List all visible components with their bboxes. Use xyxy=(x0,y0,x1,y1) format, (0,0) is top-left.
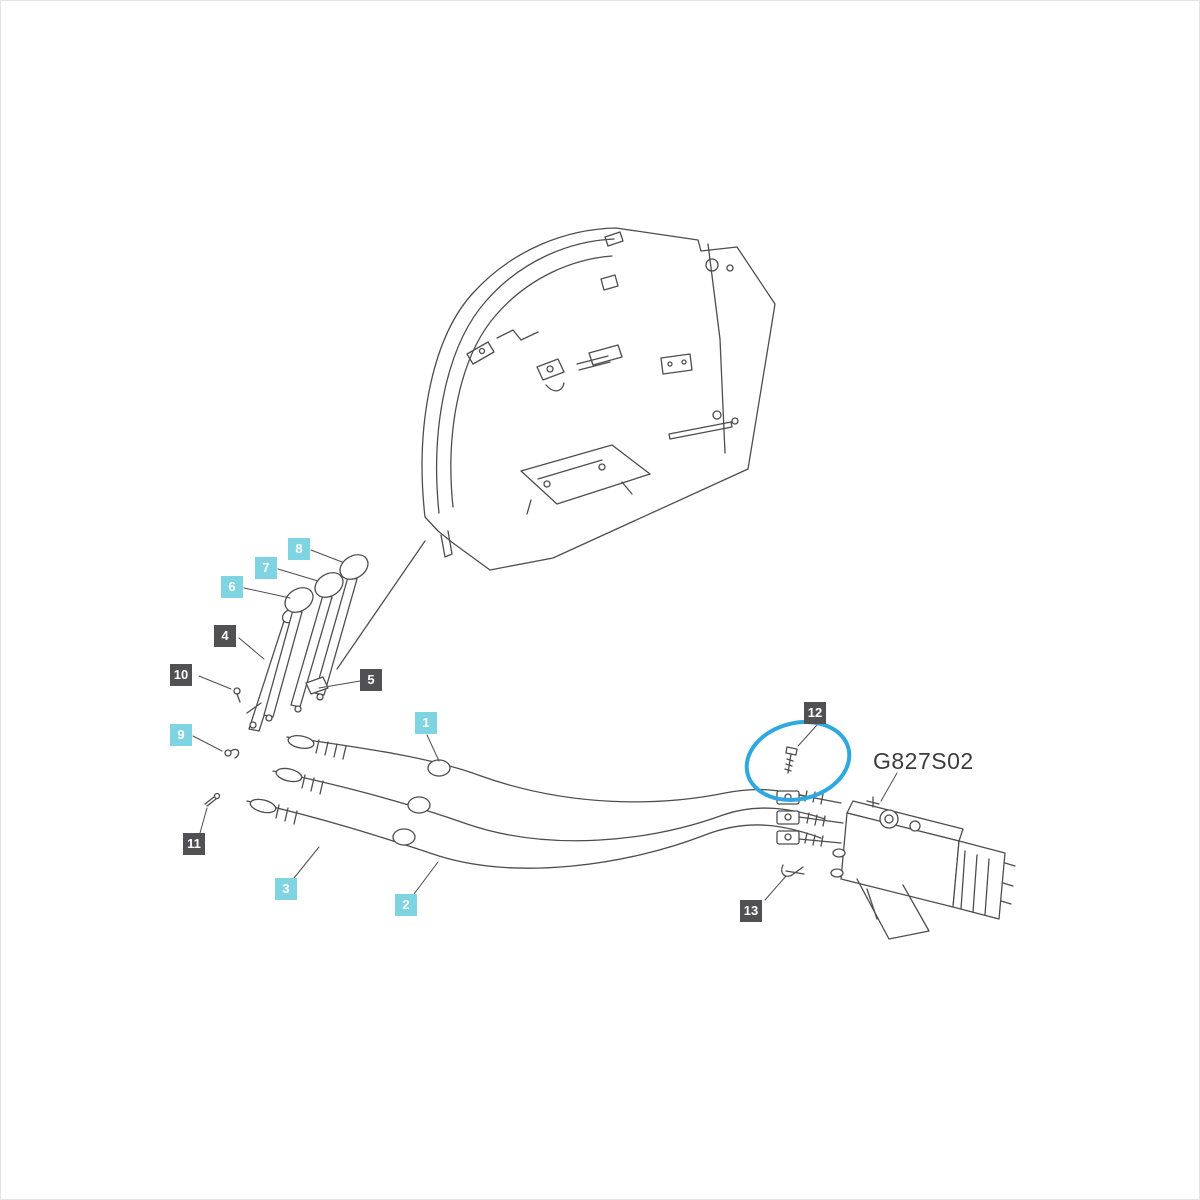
callout-9: 9 xyxy=(170,724,192,746)
callout-leader-lines xyxy=(192,549,898,901)
callout-5: 5 xyxy=(360,669,382,691)
fasteners-drawing xyxy=(204,687,805,877)
callout-11: 11 xyxy=(183,833,205,855)
callout-1: 1 xyxy=(415,712,437,734)
cables-drawing xyxy=(246,735,844,869)
fender-panel-drawing xyxy=(336,227,776,670)
callout-3: 3 xyxy=(275,878,297,900)
callout-4: 4 xyxy=(214,625,236,647)
hydraulic-valve-drawing xyxy=(830,796,1016,940)
control-levers-drawing xyxy=(246,554,369,732)
highlight-circle xyxy=(744,720,852,802)
part-code-label: G827S02 xyxy=(873,748,974,774)
callout-6: 6 xyxy=(221,576,243,598)
callout-8: 8 xyxy=(288,538,310,560)
callout-2: 2 xyxy=(395,894,417,916)
callout-12: 12 xyxy=(804,702,826,724)
callout-10: 10 xyxy=(170,664,192,686)
callout-13: 13 xyxy=(740,900,762,922)
callout-7: 7 xyxy=(255,557,277,579)
